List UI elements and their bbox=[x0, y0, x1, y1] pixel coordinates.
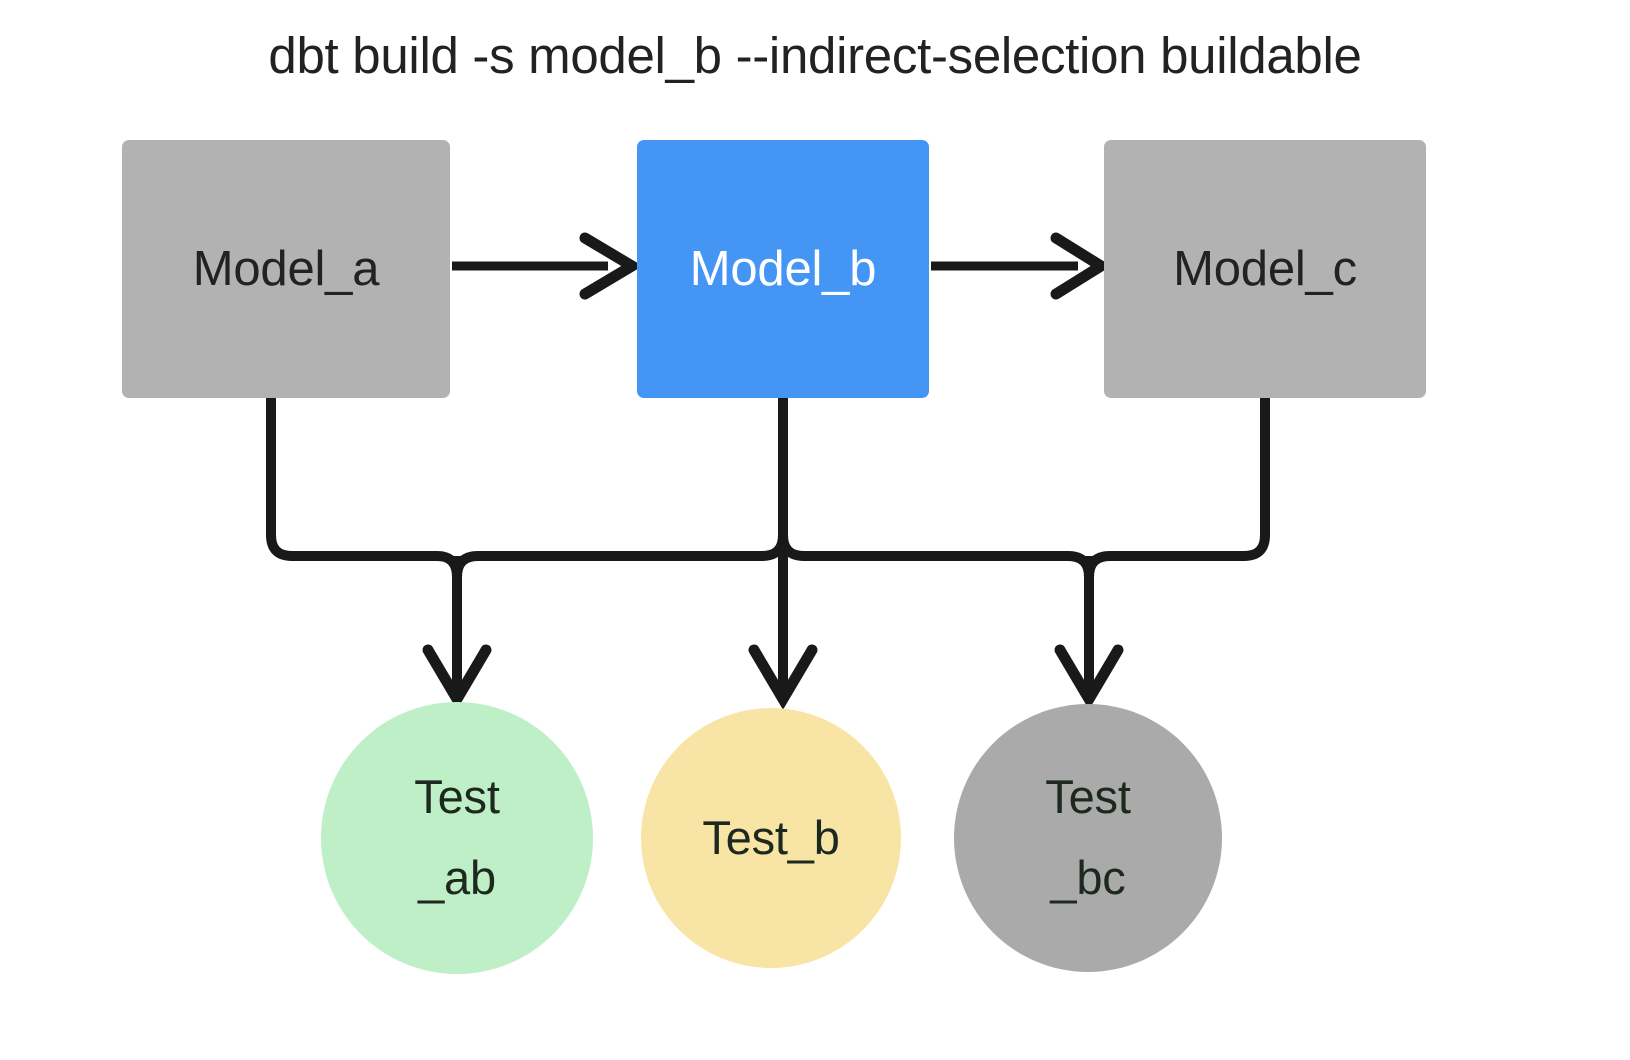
node-test-ab[interactable]: Test _ab bbox=[321, 702, 593, 974]
node-model-c[interactable]: Model_c bbox=[1104, 140, 1426, 398]
edge-model-c-to-test-bc bbox=[1084, 393, 1270, 582]
node-test-b[interactable]: Test_b bbox=[641, 708, 901, 968]
node-model-a[interactable]: Model_a bbox=[122, 140, 450, 398]
arrow-into-test-bc bbox=[1054, 556, 1124, 710]
node-test-ab-label-line1: Test bbox=[414, 770, 500, 824]
diagram-title: dbt build -s model_b --indirect-selectio… bbox=[268, 27, 1362, 84]
edge-model-a-to-model-b bbox=[452, 232, 643, 300]
node-model-a-label: Model_a bbox=[192, 242, 380, 296]
edge-model-b-to-model-c bbox=[931, 232, 1112, 300]
arrow-into-test-ab bbox=[422, 556, 492, 710]
edge-model-b-to-test-ab bbox=[452, 393, 788, 582]
node-test-bc-label-line1: Test bbox=[1045, 770, 1131, 824]
edge-model-b-to-test-bc bbox=[778, 393, 1094, 582]
edge-model-a-to-test-ab bbox=[266, 393, 462, 582]
node-test-bc-label-line2: _bc bbox=[1050, 851, 1126, 904]
node-model-b-label: Model_b bbox=[689, 242, 877, 296]
node-test-b-label-line1: Test_b bbox=[702, 810, 840, 864]
node-test-bc[interactable]: Test _bc bbox=[954, 704, 1222, 972]
node-model-c-label: Model_c bbox=[1173, 242, 1357, 296]
node-test-ab-label-line2: _ab bbox=[418, 851, 496, 904]
edge-model-b-to-test-b bbox=[748, 398, 818, 710]
node-model-b[interactable]: Model_b bbox=[637, 140, 929, 398]
